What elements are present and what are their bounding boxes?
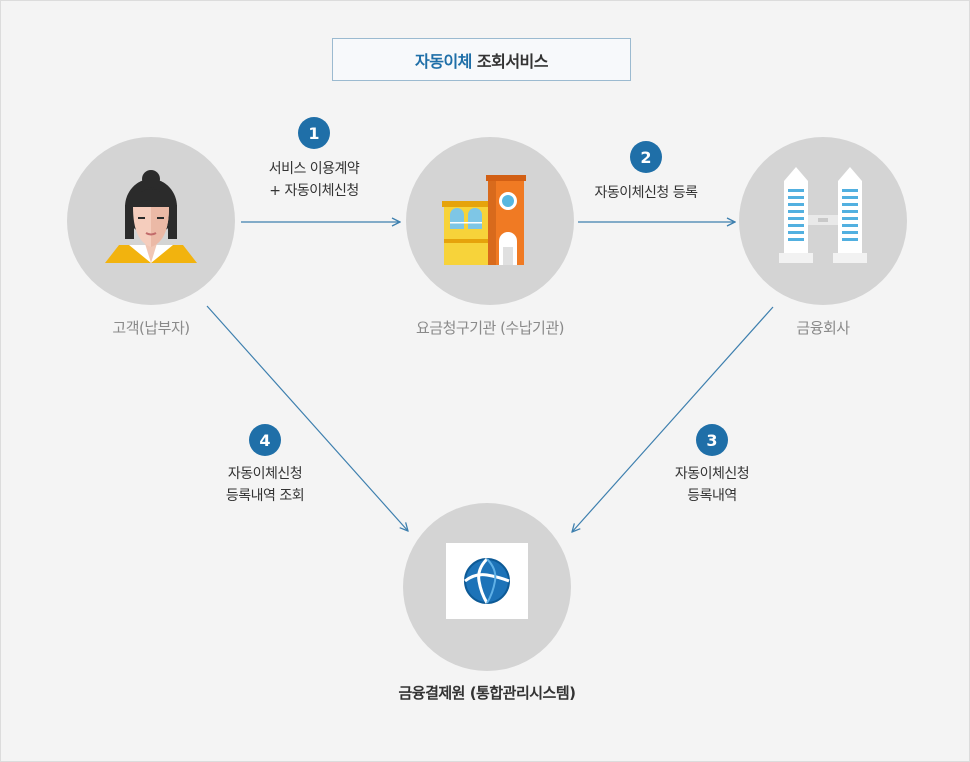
- towers-icon: [779, 167, 867, 263]
- step-1-line-2: + 자동이체신청: [269, 183, 359, 199]
- step-3-line-2: 등록내역: [687, 488, 737, 504]
- step-2-line-1: 자동이체신청 등록: [594, 185, 699, 201]
- step-2-badge: 2: [630, 141, 662, 173]
- financial-node: [739, 137, 907, 305]
- kftc-node: [403, 503, 571, 671]
- billing-node: [406, 137, 574, 305]
- title-rest: 조회서비스: [476, 51, 549, 71]
- billing-label: 요금청구기관 (수납기관): [416, 319, 564, 337]
- building-icon: [442, 175, 526, 265]
- step-2-text: 자동이체신청 등록: [594, 182, 699, 204]
- person-icon: [105, 170, 197, 263]
- arrow-customer-to-kftc: [206, 305, 408, 531]
- step-3-text: 자동이체신청 등록내역: [674, 463, 750, 507]
- step-1-text: 서비스 이용계약 + 자동이체신청: [269, 158, 360, 202]
- step-1-badge: 1: [298, 117, 330, 149]
- step-3-badge: 3: [696, 424, 728, 456]
- step-4-line-1: 자동이체신청: [227, 466, 303, 482]
- page-title: 자동이체 조회서비스: [332, 38, 631, 81]
- step-4-text: 자동이체신청 등록내역 조회: [225, 463, 305, 507]
- kftc-label: 금융결제원 (통합관리시스템): [398, 684, 576, 702]
- kftc-logo-icon: [446, 543, 528, 619]
- step-1-line-1: 서비스 이용계약: [268, 161, 360, 177]
- arrow-financial-to-kftc: [572, 306, 774, 532]
- step-3-line-1: 자동이체신청: [674, 466, 750, 482]
- step-4-badge: 4: [249, 424, 281, 456]
- step-4-line-2: 등록내역 조회: [225, 488, 305, 504]
- title-highlight: 자동이체: [415, 51, 472, 71]
- financial-label: 금융회사: [796, 319, 850, 337]
- customer-label: 고객(납부자): [112, 319, 190, 337]
- customer-node: [67, 137, 235, 305]
